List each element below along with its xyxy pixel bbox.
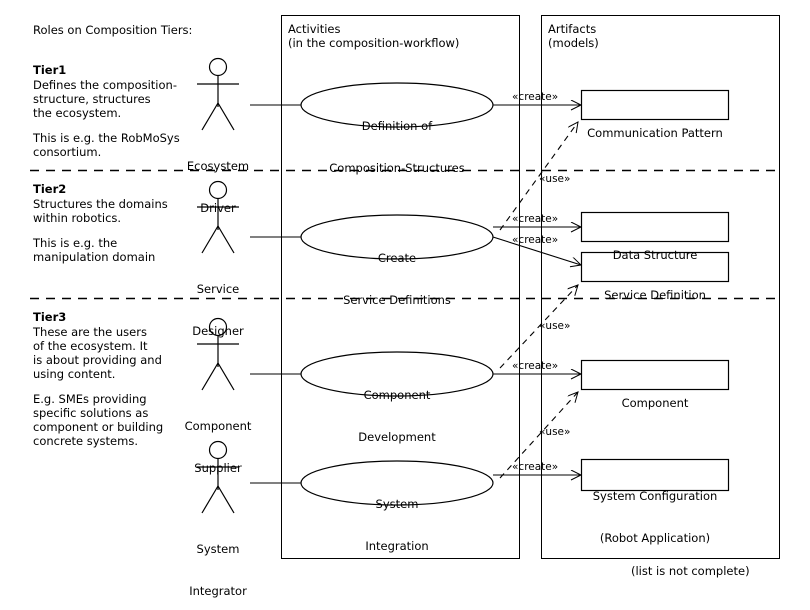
tier1-example: This is e.g. the RobMoSys consortium. xyxy=(33,131,180,159)
tier3-example: E.g. SMEs providing specific solutions a… xyxy=(33,392,164,448)
tier1-body: Defines the composition- structure, stru… xyxy=(33,78,177,120)
actor-label-line2: Driver xyxy=(200,201,236,215)
use-arrow-system-to-component xyxy=(499,392,578,479)
create-arrow-service-definition xyxy=(492,236,581,265)
actor-label-line2: Designer xyxy=(192,324,244,338)
actor-label-line2: Supplier xyxy=(194,461,242,475)
tier3-body: These are the users of the ecosystem. It… xyxy=(33,325,162,381)
tier2-example: This is e.g. the manipulation domain xyxy=(33,236,156,264)
tier1-title: Tier1 xyxy=(33,63,67,77)
use-arrow-service-to-communication-pattern xyxy=(499,122,578,231)
actor-label-component-supplier: Component Supplier xyxy=(163,391,273,503)
column-header-activities-title: Activities xyxy=(288,22,341,36)
column-header-artifacts-title: Artifacts xyxy=(548,22,597,36)
actor-label-service-designer: Service Designer xyxy=(168,254,268,366)
edge-label-create-communication-pattern: «create» xyxy=(512,91,559,103)
column-header-activities-subtitle: (in the composition-workflow) xyxy=(288,36,460,50)
activity-system-integration xyxy=(300,460,494,506)
tier3-title: Tier3 xyxy=(33,310,67,324)
activity-component-development xyxy=(300,351,494,397)
column-header-artifacts-subtitle: (models) xyxy=(548,36,599,50)
artifact-box-system-configuration xyxy=(580,458,730,492)
actor-label-system-integrator: System Integrator xyxy=(163,514,273,610)
actor-label-ecosystem-driver: Ecosystem Driver xyxy=(168,131,268,243)
diagram-heading: Roles on Composition Tiers: xyxy=(33,23,193,37)
tier2-title: Tier2 xyxy=(33,182,67,196)
actor-label-line1: System xyxy=(196,542,240,556)
edge-label-use-component: «use» xyxy=(539,426,571,438)
actor-label-line1: Component xyxy=(184,419,252,433)
edge-label-use-communication-pattern: «use» xyxy=(539,173,571,185)
activity-definition-of-composition-structures xyxy=(300,82,494,128)
artifact-box-communication-pattern xyxy=(580,89,730,121)
artifact-box-service-definition xyxy=(580,251,730,283)
tier2-body: Structures the domains within robotics. xyxy=(33,197,168,225)
edge-label-create-data-structure: «create» xyxy=(512,213,559,225)
edge-label-use-service-definition: «use» xyxy=(539,320,571,332)
actor-label-line2: Integrator xyxy=(189,584,247,598)
artifact-box-data-structure xyxy=(580,211,730,243)
edge-label-create-service-definition: «create» xyxy=(512,234,559,246)
use-arrow-component-to-service-definition xyxy=(499,285,578,369)
actor-ecosystem-driver xyxy=(197,57,239,131)
footer-note: (list is not complete) xyxy=(631,564,750,578)
actor-component-supplier xyxy=(197,317,239,391)
actor-system-integrator xyxy=(197,440,239,514)
activities-column-frame xyxy=(281,15,520,559)
edge-label-create-system-configuration: «create» xyxy=(512,461,559,473)
activity-create-service-definitions xyxy=(300,214,494,260)
artifacts-column-frame xyxy=(541,15,780,559)
actor-service-designer xyxy=(197,180,239,254)
actor-label-line1: Ecosystem xyxy=(186,159,250,173)
artifact-box-component xyxy=(580,359,730,391)
edge-label-create-component: «create» xyxy=(512,360,559,372)
actor-label-line1: Service xyxy=(196,282,240,296)
